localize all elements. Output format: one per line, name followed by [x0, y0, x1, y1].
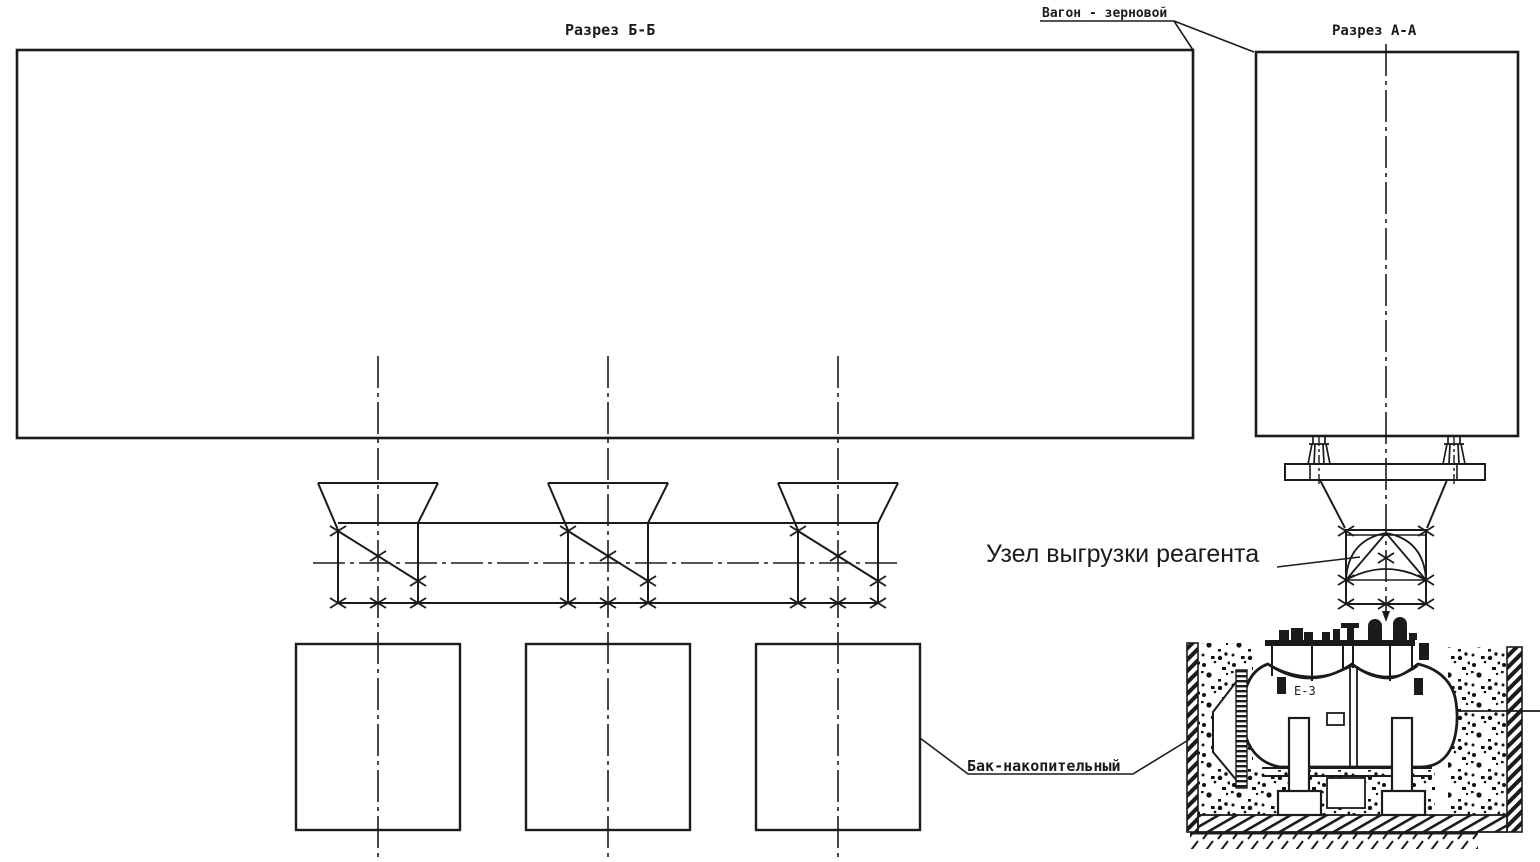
- flange-plate: [1284, 463, 1486, 481]
- wagon-label: Вагон - зерновой: [1042, 6, 1168, 21]
- section-aa-title: Разрез А-А: [1332, 23, 1417, 39]
- tank-outline-3: [754, 642, 922, 832]
- section-aa-drawing: [1254, 44, 1520, 622]
- pit-assembly: [1186, 617, 1540, 849]
- pit-floor: [1197, 814, 1508, 833]
- tank-outline-1: [294, 642, 462, 832]
- tank-nozzle-left: [1277, 677, 1286, 694]
- ground-hatch: [1190, 834, 1478, 849]
- discharge-funnel: [1319, 479, 1448, 529]
- tank-leader: [919, 737, 1191, 775]
- wagon-body-bb: [15, 48, 1195, 440]
- tank-label: Бак-накопительный: [967, 757, 1121, 775]
- wagon-body-aa: [1254, 50, 1520, 438]
- leader-lines: [919, 20, 1361, 775]
- hopper-1: [318, 356, 438, 859]
- unload-unit-label: Узел выгрузки реагента: [986, 540, 1260, 568]
- backfill-right: [1448, 647, 1508, 815]
- tank-leg-right: [1390, 716, 1414, 794]
- tank-foot-right: [1380, 789, 1427, 817]
- ladder: [1235, 669, 1248, 789]
- section-bb-drawing: [15, 48, 1195, 859]
- pit-wall-left: [1186, 642, 1199, 833]
- pit-wall-right: [1506, 646, 1523, 833]
- hopper-3: [778, 356, 898, 859]
- centerline-arrow: [1382, 611, 1390, 622]
- section-bb-title: Разрез Б-Б: [565, 21, 656, 39]
- tank-outline-2: [524, 642, 692, 832]
- tank-top-fittings: [1265, 617, 1429, 681]
- tank-plate: [1326, 712, 1345, 726]
- tank-leg-left: [1287, 716, 1311, 794]
- vessel-tag: Е-3: [1294, 684, 1316, 698]
- unload-leader: [1276, 556, 1361, 568]
- tank-nozzle-right: [1414, 678, 1423, 695]
- tank-foot-left: [1276, 789, 1323, 817]
- support-leg-left: [1307, 435, 1331, 487]
- discharge-unit: [1337, 525, 1435, 610]
- support-leg-right: [1442, 435, 1466, 487]
- wagon-leader: [1040, 20, 1255, 53]
- hopper-2: [548, 356, 668, 859]
- tank-base-block: [1326, 777, 1366, 809]
